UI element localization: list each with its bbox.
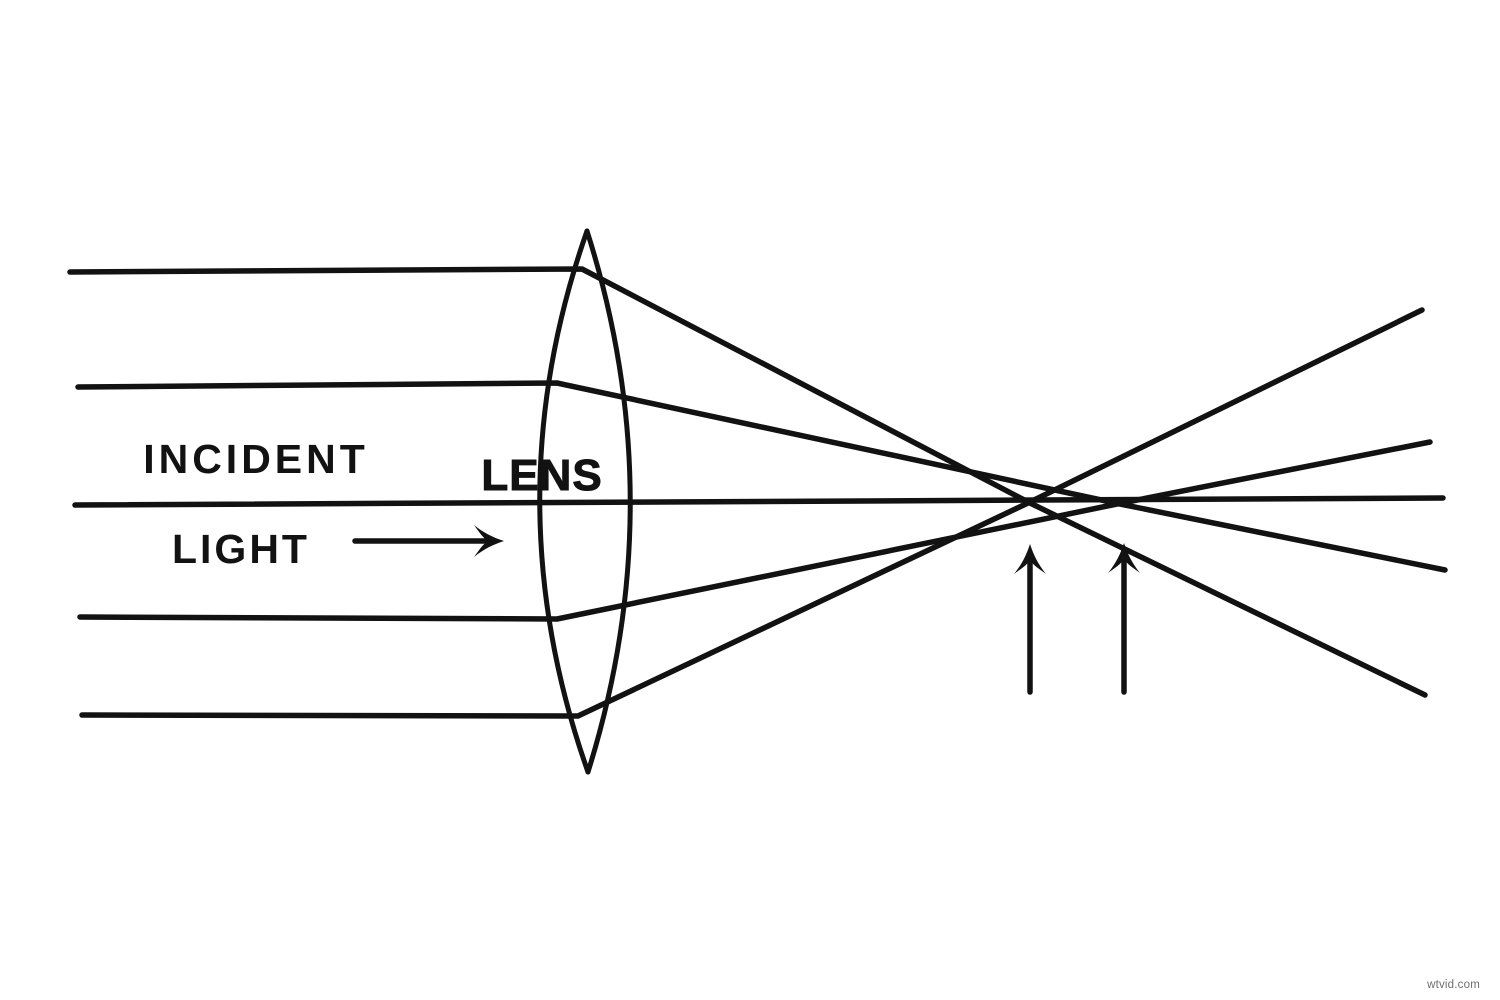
intermediate-ray-bottom [77, 439, 1433, 622]
paraxial-focus-arrow-head [1108, 543, 1140, 573]
lens-label: LENS [481, 451, 602, 500]
light-label: LIGHT [172, 526, 310, 572]
intermediate-ray-top [75, 380, 1448, 573]
axial-ray [72, 495, 1446, 508]
lens-right-surface [584, 228, 633, 775]
lens-left-surface [537, 228, 591, 775]
marginal-focus-arrow-head [1014, 544, 1046, 574]
paraxial-focus-arrow [1108, 543, 1140, 695]
incident-label: INCIDENT [143, 436, 369, 482]
lens-group [537, 228, 633, 775]
marginal-ray-bottom [79, 307, 1425, 719]
light-direction-arrow-head [474, 525, 504, 557]
watermark: wtvid.com [1427, 979, 1480, 991]
marginal-ray-top [67, 266, 1428, 698]
arrows-group [352, 525, 1140, 695]
light-direction-arrow [352, 525, 504, 557]
marginal-focus-arrow [1014, 544, 1046, 695]
light-rays-group [67, 266, 1448, 719]
